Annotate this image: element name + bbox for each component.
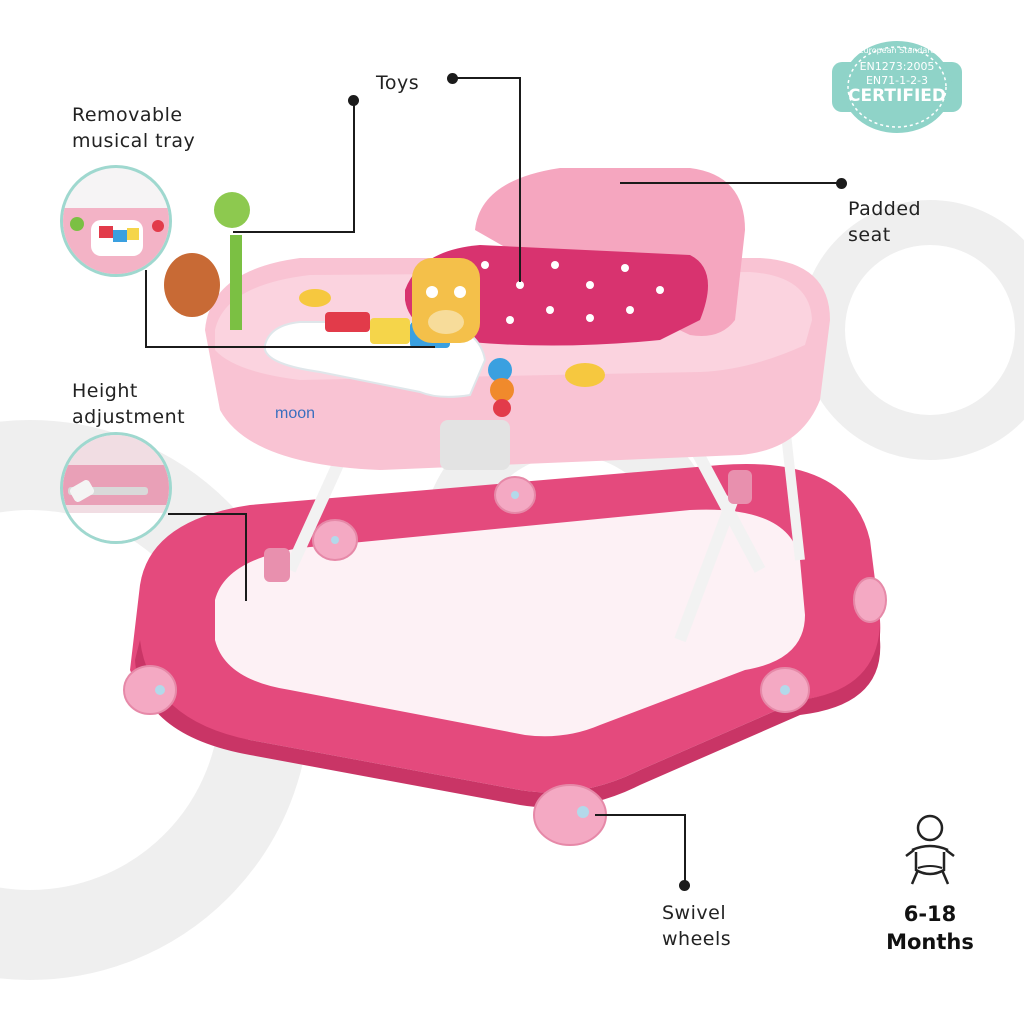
callout-line	[353, 100, 355, 232]
fish-toy	[565, 363, 605, 387]
callout-line	[245, 513, 247, 601]
callout-line	[168, 513, 246, 515]
badge-certified: CERTIFIED	[848, 86, 946, 106]
callout-dot	[836, 178, 847, 189]
callout-line	[452, 77, 520, 79]
callout-height-adjustment-label: Height adjustment	[72, 380, 186, 428]
callout-toys-label: Toys	[376, 72, 420, 94]
bead-rattle-toy	[488, 358, 514, 417]
walker-base-inner	[215, 509, 805, 737]
walker-leg-left	[284, 457, 346, 573]
callout-line	[620, 182, 838, 184]
musical-tray-key-red	[325, 312, 370, 332]
walker-joint	[264, 548, 290, 582]
giraffe-eye	[426, 286, 438, 298]
giraffe-snout	[428, 310, 464, 334]
age-range: 6-18	[903, 902, 957, 926]
age-unit: Months	[886, 930, 974, 954]
height-adjustment-inset-image	[63, 435, 169, 541]
walker-base-shadow	[135, 620, 881, 808]
padded-seat-cushion	[405, 245, 708, 346]
badge-standard-line1: EN1273:2005	[859, 60, 935, 73]
baby-icon	[905, 814, 955, 885]
callout-line	[145, 270, 147, 348]
certified-badge: European Standard EN1273:2005 EN71-1-2-3…	[822, 40, 972, 135]
tray-underside-box	[440, 420, 510, 470]
musical-tray-key-yellow	[370, 318, 410, 344]
badge-arc-text: European Standard	[858, 46, 936, 55]
giraffe-eye	[454, 286, 466, 298]
walker-leg-center	[674, 477, 746, 643]
brand-logo: moon	[275, 405, 315, 422]
callout-line	[145, 346, 435, 348]
flower-toy-head	[214, 192, 250, 228]
tiger-toy	[164, 253, 220, 317]
musical-tray-inset-photo	[60, 165, 172, 277]
flower-toy-stick	[230, 235, 242, 330]
walker-joint	[728, 470, 752, 504]
height-adjustment-inset-photo	[60, 432, 172, 544]
callout-line	[233, 231, 355, 233]
callout-line	[684, 814, 686, 882]
musical-tray-inset-image	[63, 208, 169, 274]
seat-star-pattern	[446, 261, 664, 324]
callout-dot	[679, 880, 690, 891]
callout-musical-tray-label: Removable musical tray	[72, 104, 196, 152]
callout-line	[595, 814, 685, 816]
wheel-hub	[155, 491, 790, 818]
callout-line	[519, 77, 521, 282]
certified-badge-icon	[832, 41, 962, 133]
duck-toy	[299, 289, 331, 307]
callout-swivel-wheels-label: Swivel wheels	[662, 902, 732, 950]
callout-padded-seat-label: Padded seat	[848, 198, 922, 246]
badge-standard-line2: EN71-1-2-3	[865, 74, 929, 87]
